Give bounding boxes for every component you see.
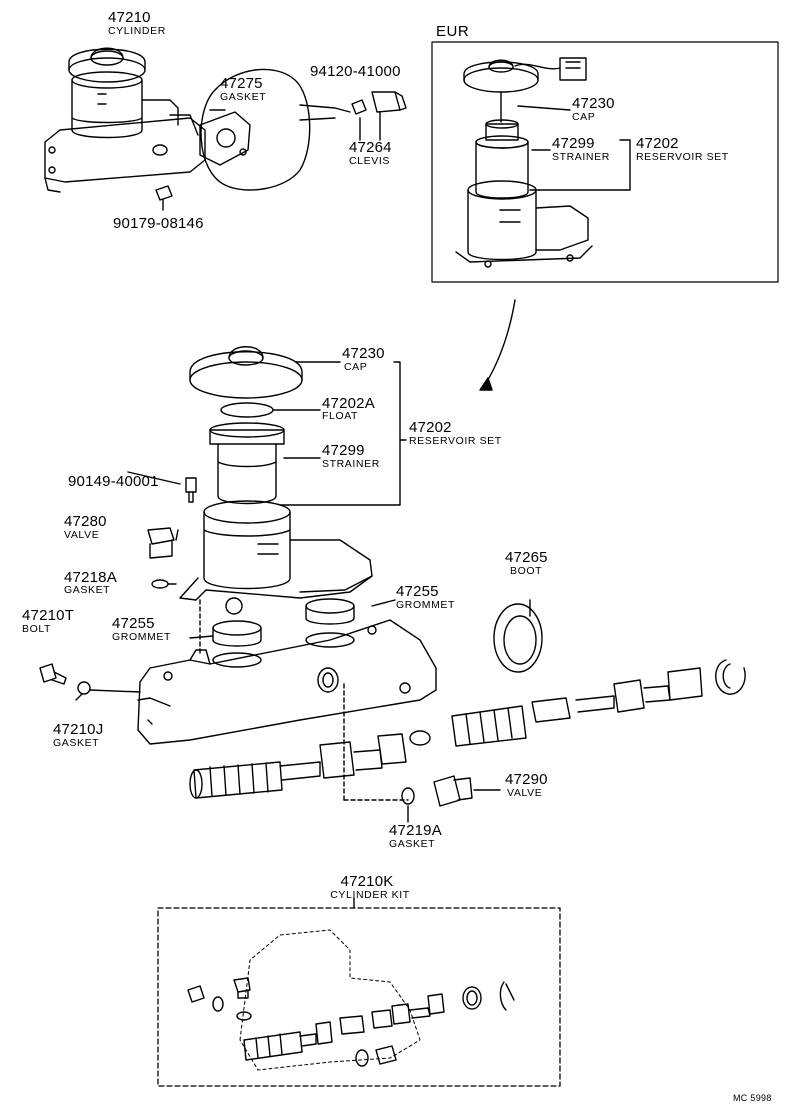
part-47255-left-number: 47255 (112, 615, 155, 632)
screw (185, 477, 197, 493)
part-47290-number: 47290 (505, 771, 548, 788)
eur-part-47230-name: CAP (572, 111, 596, 123)
eur-inset-box (431, 41, 779, 283)
eur-part-47299-name: STRAINER (552, 151, 610, 163)
part-47202-name: RESERVOIR SET (409, 435, 502, 447)
top-cylinder-assembly (44, 47, 407, 211)
cylinder-kit-box (157, 897, 561, 1087)
part-47299-number: 47299 (322, 442, 365, 459)
part-47210t-number: 47210T (22, 607, 75, 624)
part-47290-name: VALVE (507, 787, 543, 799)
bolt-47210t (39, 663, 67, 685)
part-94120-number: 94120-41000 (310, 63, 401, 80)
eur-label: EUR (436, 23, 470, 40)
boot-47265 (493, 599, 543, 673)
part-47210t-name: BOLT (22, 623, 52, 635)
part-47218a-name: GASKET (64, 584, 111, 596)
part-47210-name: CYLINDER (108, 25, 166, 37)
part-47255-left-name: GROMMET (112, 631, 172, 643)
part-47219a-number: 47219A (389, 822, 442, 839)
part-47210j-name: GASKET (53, 737, 100, 749)
part-47210-number: 47210 (108, 9, 151, 26)
part-47265-number: 47265 (505, 549, 548, 566)
part-47264-name: CLEVIS (349, 155, 390, 167)
part-47264-number: 47264 (349, 139, 392, 156)
grommets (212, 598, 355, 668)
part-47265-name: BOOT (510, 565, 543, 577)
part-47202a-number: 47202A (322, 395, 375, 412)
dashed-leaders (199, 599, 409, 801)
main-reservoir-stack (179, 346, 407, 615)
part-47218a-number: 47218A (64, 569, 117, 586)
part-47230-name: CAP (344, 361, 368, 373)
part-47210j-number: 47210J (53, 721, 104, 738)
part-47299-name: STRAINER (322, 458, 380, 470)
eur-part-47202-number: 47202 (636, 135, 679, 152)
part-47202-number: 47202 (409, 419, 452, 436)
piston-assembly (189, 659, 746, 799)
footer-code: MC 5998 (733, 1093, 772, 1103)
part-47280-name: VALVE (64, 529, 100, 541)
eur-arrow (484, 299, 516, 386)
part-47219a-name: GASKET (389, 838, 436, 850)
part-47255-right-number: 47255 (396, 583, 439, 600)
part-90149-number: 90149-40001 (68, 473, 159, 490)
eur-part-47202-name: RESERVOIR SET (636, 151, 729, 163)
part-47280-number: 47280 (64, 513, 107, 530)
part-47275-number: 47275 (220, 75, 263, 92)
main-cylinder-body (137, 619, 437, 745)
part-47202a-name: FLOAT (322, 410, 359, 422)
part-47230-number: 47230 (342, 345, 385, 362)
part-47275-name: GASKET (220, 91, 267, 103)
valve-47290 (433, 775, 473, 807)
part-47255-right-name: GROMMET (396, 599, 456, 611)
part-47210k-name: CYLINDER KIT (330, 889, 410, 901)
valve-47280 (147, 527, 175, 559)
part-47210k-number: 47210K (340, 873, 394, 890)
eur-part-47299-number: 47299 (552, 135, 595, 152)
eur-part-47230-number: 47230 (572, 95, 615, 112)
part-90179-number: 90179-08146 (113, 215, 204, 232)
